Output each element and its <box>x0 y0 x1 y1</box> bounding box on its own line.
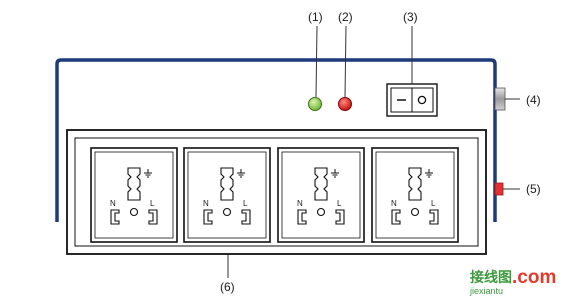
outlet-4-live-label: L <box>431 199 436 208</box>
outlet-2-neutral-label: N <box>203 199 209 208</box>
outlet-4-neutral-label: N <box>391 199 397 208</box>
outlet-2 <box>183 147 271 243</box>
outlet-3-neutral-label: N <box>297 199 303 208</box>
red-port <box>494 182 520 196</box>
watermark-dot-com: .com <box>512 267 556 288</box>
adjustment-knob <box>494 87 520 111</box>
outlet-1 <box>90 147 178 243</box>
outlet-3 <box>277 147 365 243</box>
outlet-3-live-label: L <box>337 199 342 208</box>
label-1: (1) <box>308 10 323 24</box>
outlet-4 <box>371 147 459 243</box>
label-6: (6) <box>220 280 235 294</box>
label-5: (5) <box>526 182 541 196</box>
outlet-1-neutral-label: N <box>110 199 116 208</box>
label-3: (3) <box>403 10 418 24</box>
label-4: (4) <box>526 93 541 107</box>
watermark-site-name: 接线图 <box>470 269 512 286</box>
label-2: (2) <box>338 10 353 24</box>
outlet-1-live-label: L <box>150 199 155 208</box>
watermark-url: jiexiantu <box>469 286 503 296</box>
power-switch <box>386 83 438 117</box>
green-indicator-light <box>308 97 322 111</box>
enclosure-outline <box>55 58 497 222</box>
watermark: 接线图 .com jiexiantu <box>469 267 556 296</box>
red-indicator-light <box>338 97 352 111</box>
outlet-2-live-label: L <box>243 199 248 208</box>
